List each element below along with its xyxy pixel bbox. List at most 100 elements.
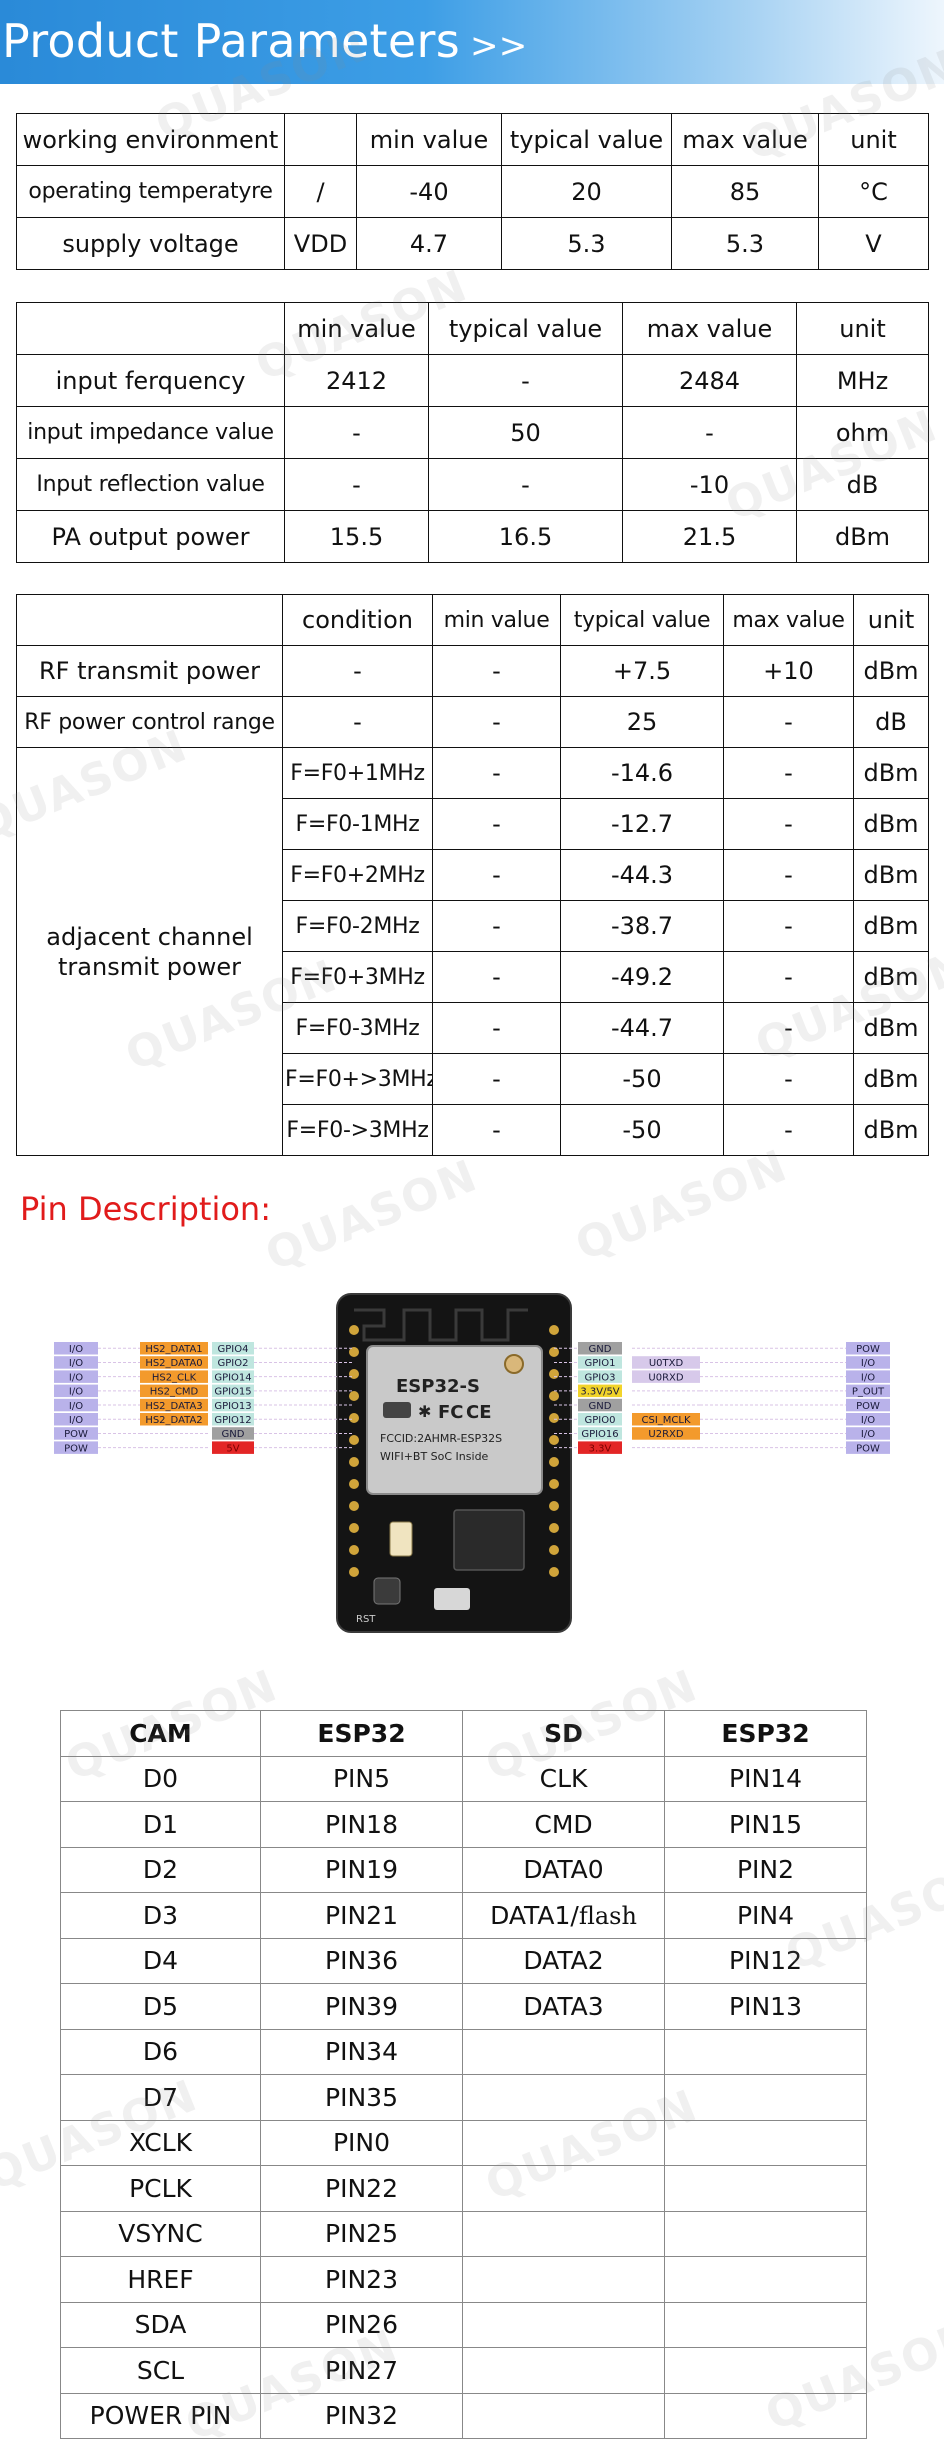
table-cell: dBm bbox=[853, 645, 929, 697]
table-row: RF transmit power - - +7.5 +10 dBm bbox=[16, 645, 929, 697]
pin-function-label-box bbox=[140, 1413, 208, 1426]
flash-text: flash bbox=[578, 1901, 637, 1930]
table-cell: - bbox=[723, 696, 854, 748]
table-cell: -10 bbox=[622, 458, 797, 511]
led bbox=[389, 1521, 413, 1557]
table-row: F=F0-3MHz - -44.7 - dBm bbox=[17, 1002, 929, 1054]
pin-gpio-label: 3.3V bbox=[589, 1443, 612, 1454]
table-cell: input impedance value bbox=[16, 406, 285, 459]
reset-label: RST bbox=[356, 1614, 376, 1625]
table-cell: PCLK bbox=[60, 2165, 261, 2212]
table-cell: -49.2 bbox=[560, 951, 724, 1003]
table-cell: SCL bbox=[60, 2347, 261, 2394]
table-cell: operating temperatyre bbox=[16, 165, 285, 218]
table-cell: condition bbox=[282, 594, 433, 646]
table-cell: PIN4 bbox=[664, 1892, 867, 1939]
table-cell: VSYNC bbox=[60, 2210, 261, 2257]
table-cell: dBm bbox=[853, 900, 929, 952]
table-cell: D3 bbox=[60, 1892, 261, 1939]
table-cell: - bbox=[432, 1053, 561, 1105]
header-arrows: >> bbox=[469, 26, 528, 66]
pin-gpio-label-box bbox=[212, 1370, 254, 1383]
pin-type-label-box bbox=[846, 1342, 890, 1355]
table-cell: - bbox=[432, 951, 561, 1003]
table-cell: dB bbox=[796, 458, 929, 511]
table-cell bbox=[462, 2301, 665, 2348]
pin-gpio-label: GPIO13 bbox=[214, 1401, 251, 1412]
table-cell: 2412 bbox=[284, 354, 429, 407]
table-cell: -38.7 bbox=[560, 900, 724, 952]
table-cell bbox=[664, 2028, 867, 2075]
table-cell bbox=[462, 2347, 665, 2394]
table-cell: PIN13 bbox=[664, 1983, 867, 2030]
table-cell: PIN32 bbox=[260, 2392, 463, 2439]
table-cell: / bbox=[284, 165, 357, 218]
table-cell bbox=[462, 2119, 665, 2166]
table-cell: - bbox=[284, 458, 429, 511]
pin-function-label: CSI_MCLK bbox=[641, 1415, 690, 1426]
pin-type-label: I/O bbox=[69, 1372, 83, 1383]
pin-gpio-label-box bbox=[212, 1384, 254, 1398]
bluetooth-icon: ✱ bbox=[418, 1402, 431, 1421]
table-cell: PIN26 bbox=[260, 2301, 463, 2348]
table-row: supply voltage VDD 4.7 5.3 5.3 V bbox=[16, 217, 929, 270]
table-cell: POWER PIN bbox=[60, 2392, 261, 2439]
table-cell: DATA0 bbox=[462, 1846, 665, 1893]
table-cell: HREF bbox=[60, 2256, 261, 2303]
pin-function-label: U0RXD bbox=[648, 1372, 683, 1383]
pin-function-label-box bbox=[632, 1370, 700, 1383]
pin-gpio-label-box bbox=[578, 1356, 622, 1369]
pin-function-label: HS2_CMD bbox=[150, 1387, 199, 1398]
table-cell: - bbox=[723, 900, 854, 952]
pin-type-label-box bbox=[54, 1413, 98, 1426]
pin-type-label: P_OUT bbox=[852, 1387, 885, 1398]
pin-type-label: I/O bbox=[861, 1372, 875, 1383]
pin-function-label-box bbox=[632, 1413, 700, 1426]
table-cell: - bbox=[723, 951, 854, 1003]
table-cell: 21.5 bbox=[622, 510, 797, 563]
table-cell bbox=[462, 2392, 665, 2439]
pin-gpio-label-box bbox=[212, 1427, 254, 1440]
table-row: F=F0+2MHz - -44.3 - dBm bbox=[17, 849, 929, 901]
table-cell: PIN2 bbox=[664, 1846, 867, 1893]
table-cell: 25 bbox=[560, 696, 724, 748]
pin-function-label: U2RXD bbox=[648, 1429, 683, 1440]
table-cell: working environment bbox=[16, 113, 285, 166]
pin-type-label: POW bbox=[856, 1443, 880, 1454]
table-cell: unit bbox=[853, 594, 929, 646]
table-cell: max value bbox=[622, 302, 797, 355]
reset-button bbox=[373, 1577, 401, 1605]
pin-gpio-label-box bbox=[578, 1342, 622, 1355]
left-header bbox=[349, 1325, 359, 1577]
table-cell: -50 bbox=[560, 1104, 724, 1156]
table-cell: F=F0->3MHz bbox=[282, 1104, 433, 1156]
pin-description-title: Pin Description: bbox=[20, 1190, 271, 1228]
table-cell: DATA3 bbox=[462, 1983, 665, 2030]
table-cell: 20 bbox=[501, 165, 672, 218]
table-row: input ferquency 2412 - 2484 MHz bbox=[16, 354, 929, 407]
table-cell: min value bbox=[432, 594, 561, 646]
pin-gpio-label-box bbox=[212, 1441, 254, 1454]
table-cell: - bbox=[284, 406, 429, 459]
table-cell: - bbox=[723, 747, 854, 799]
table-cell: PIN12 bbox=[664, 1937, 867, 1984]
table-cell: F=F0-2MHz bbox=[282, 900, 433, 952]
table-cell bbox=[462, 2165, 665, 2212]
pin-type-label: I/O bbox=[69, 1344, 83, 1355]
pin-gpio-label: GPIO3 bbox=[585, 1372, 616, 1383]
table-header-cell: ESP32 bbox=[260, 1710, 463, 1757]
table-cell: D2 bbox=[60, 1846, 261, 1893]
section-header: Product Parameters>> bbox=[0, 0, 944, 84]
pin-function-label-box bbox=[140, 1342, 208, 1355]
pin-type-label-box bbox=[54, 1370, 98, 1383]
table-header-cell: SD bbox=[462, 1710, 665, 1757]
chip-label: ESP32-S bbox=[396, 1376, 480, 1397]
pin-type-label-box bbox=[846, 1427, 890, 1440]
table-cell: 2484 bbox=[622, 354, 797, 407]
pin-gpio-label: 5V bbox=[226, 1443, 239, 1454]
